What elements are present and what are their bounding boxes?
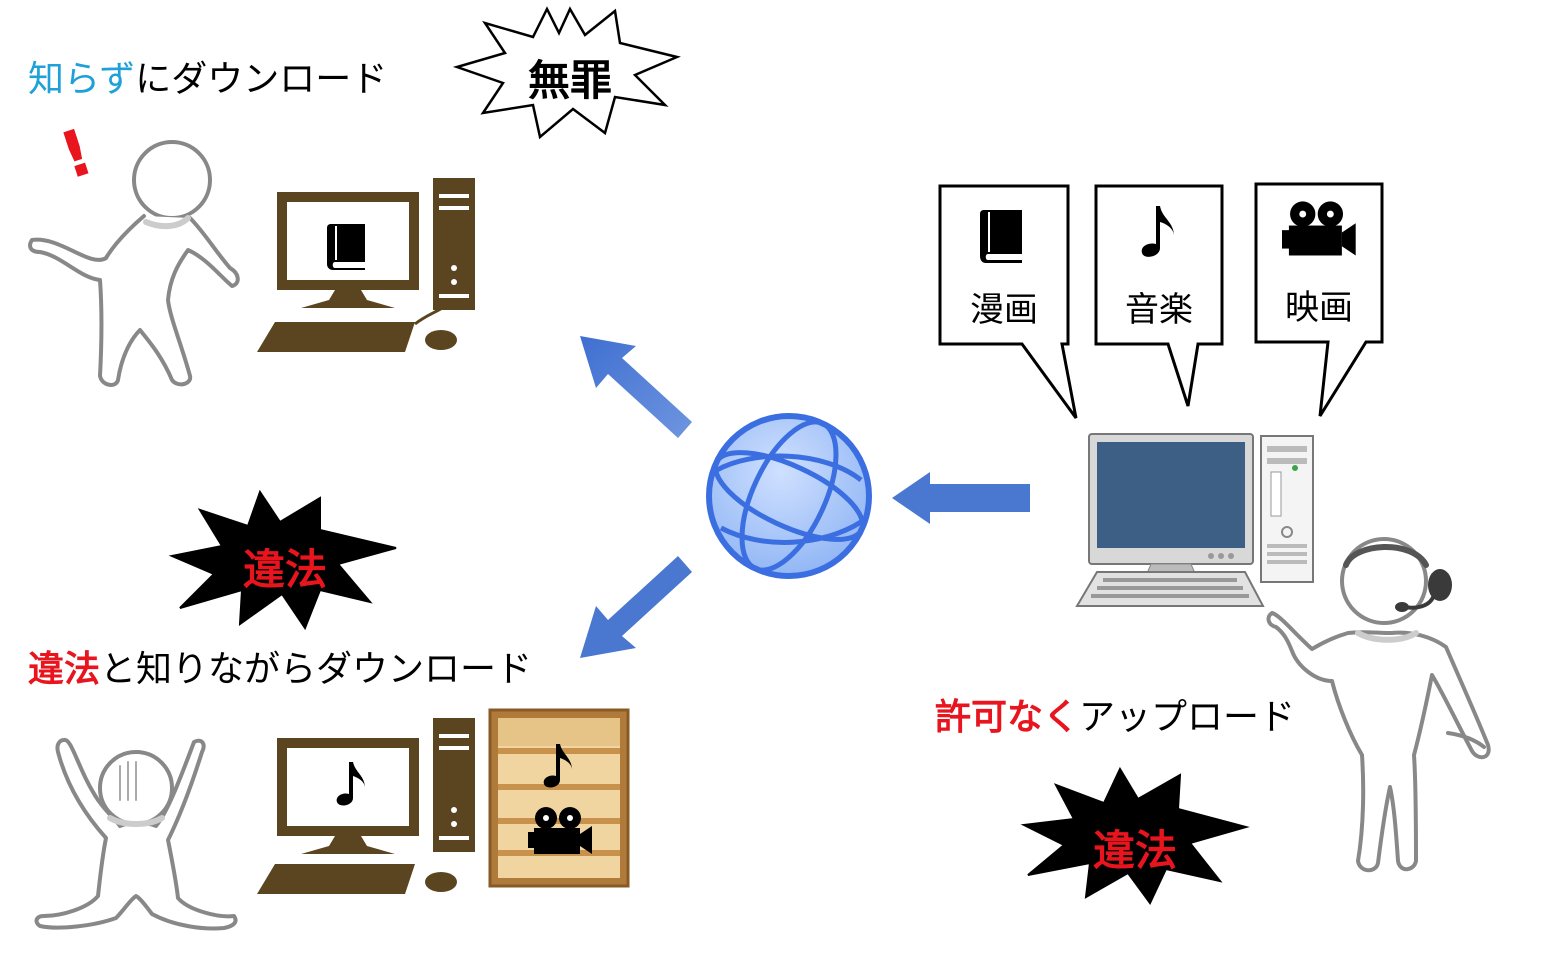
bubble-label: 漫画 — [970, 290, 1038, 330]
caption-highlight: 許可なく — [935, 697, 1080, 738]
bookshelf — [488, 708, 630, 888]
music-note-icon — [1140, 200, 1180, 268]
caption-text: と知りながらダウンロード — [100, 649, 533, 690]
verdict-illegal-burst-upload: 違法 — [1020, 765, 1250, 905]
arrow-to-globe — [892, 472, 1030, 524]
bubble-manga: 漫画 — [940, 186, 1068, 344]
caption-knowing-download: 違法と知りながらダウンロード — [28, 640, 532, 692]
caption-highlight: 知らず — [28, 59, 136, 100]
book-icon — [978, 206, 1026, 270]
bubble-music: 音楽 — [1096, 186, 1222, 344]
movie-camera-icon — [1282, 200, 1358, 262]
movie-camera-icon — [528, 806, 594, 860]
book-icon — [325, 220, 373, 276]
verdict-label: 違法 — [1092, 826, 1177, 875]
verdict-illegal-burst-download: 違法 — [168, 489, 400, 631]
headset-icon — [1395, 565, 1456, 629]
bubble-label: 映画 — [1285, 288, 1353, 328]
person-headset-uploader — [1262, 525, 1512, 885]
verdict-label: 無罪 — [527, 56, 612, 105]
person-arms-up — [28, 730, 243, 945]
arrow-to-top-left — [580, 336, 692, 438]
computer-uploader — [1075, 432, 1320, 612]
caption-unknowing-download: 知らずにダウンロード — [28, 50, 387, 102]
caption-unauthorized-upload: 許可なくアップロード — [935, 688, 1295, 740]
music-note-icon — [542, 740, 578, 796]
caption-text: アップロード — [1079, 697, 1296, 738]
computer-top — [255, 172, 485, 357]
computer-bottom — [255, 712, 485, 897]
caption-highlight: 違法 — [28, 649, 101, 690]
verdict-label: 違法 — [242, 545, 327, 594]
person-surprised: ! — [20, 115, 250, 398]
bubble-label: 音楽 — [1125, 290, 1193, 330]
verdict-innocent-burst: 無罪 — [452, 5, 685, 140]
arrow-to-bottom-left — [580, 556, 692, 658]
music-note-icon — [335, 758, 371, 814]
globe-icon — [703, 410, 875, 582]
bubble-movie: 映画 — [1256, 184, 1382, 342]
caption-text: にダウンロード — [135, 59, 388, 100]
